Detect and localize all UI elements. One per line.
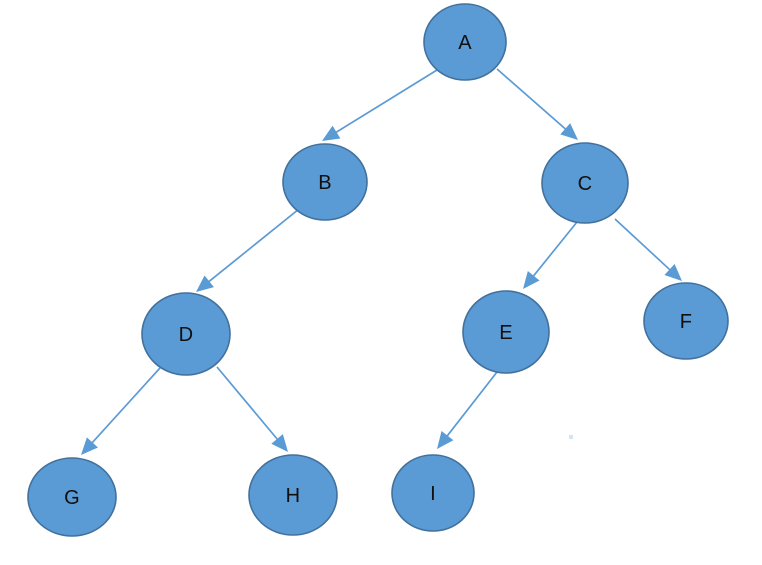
- edge-line: [496, 68, 568, 131]
- edge-line: [531, 221, 578, 278]
- node-shape[interactable]: [643, 282, 729, 360]
- edge-line: [445, 371, 498, 438]
- edge-c-f: [614, 218, 682, 281]
- node-label: H: [286, 485, 301, 507]
- edge-a-c: [496, 68, 578, 140]
- arrowhead-icon: [437, 430, 454, 449]
- edge-b-d: [196, 208, 300, 292]
- artifacts-layer: [569, 435, 573, 439]
- node-shape[interactable]: [541, 142, 629, 224]
- tree-node-f[interactable]: F: [643, 282, 729, 360]
- edge-d-h: [216, 366, 288, 452]
- edges-layer: [81, 68, 682, 455]
- node-label: G: [64, 487, 80, 509]
- tree-node-e[interactable]: E: [462, 290, 550, 374]
- edge-d-g: [81, 367, 161, 455]
- node-shape[interactable]: [27, 457, 117, 537]
- tree-node-g[interactable]: G: [27, 457, 117, 537]
- node-label: E: [499, 322, 513, 344]
- node-shape[interactable]: [248, 454, 338, 536]
- edge-a-b: [322, 69, 438, 141]
- node-label: F: [680, 311, 692, 333]
- edge-c-e: [523, 221, 578, 289]
- tree-node-d[interactable]: D: [141, 292, 231, 376]
- node-label: A: [458, 32, 472, 54]
- arrowhead-icon: [523, 271, 540, 289]
- tree-node-b[interactable]: B: [282, 143, 368, 221]
- arrowhead-icon: [664, 263, 682, 281]
- node-shape[interactable]: [423, 3, 507, 81]
- node-label: C: [578, 173, 593, 195]
- edge-line: [216, 366, 280, 442]
- tree-node-c[interactable]: C: [541, 142, 629, 224]
- node-label: D: [179, 324, 194, 346]
- edge-line: [90, 367, 161, 445]
- node-shape[interactable]: [141, 292, 231, 376]
- arrowhead-icon: [196, 275, 214, 292]
- tree-node-i[interactable]: I: [391, 454, 475, 532]
- edge-line: [614, 218, 672, 272]
- node-label: I: [430, 483, 436, 505]
- tree-node-h[interactable]: H: [248, 454, 338, 536]
- edge-e-i: [437, 371, 498, 449]
- stray-speck: [569, 435, 573, 439]
- arrowhead-icon: [81, 437, 98, 455]
- arrowhead-icon: [271, 434, 288, 452]
- arrowhead-icon: [322, 125, 341, 141]
- node-shape[interactable]: [391, 454, 475, 532]
- edge-line: [334, 69, 438, 134]
- node-shape[interactable]: [462, 290, 550, 374]
- node-label: B: [318, 172, 332, 194]
- node-shape[interactable]: [282, 143, 368, 221]
- tree-node-a[interactable]: A: [423, 3, 507, 81]
- nodes-layer: A B C D E F G H I: [27, 3, 729, 537]
- edge-line: [207, 208, 300, 284]
- arrowhead-icon: [560, 123, 578, 140]
